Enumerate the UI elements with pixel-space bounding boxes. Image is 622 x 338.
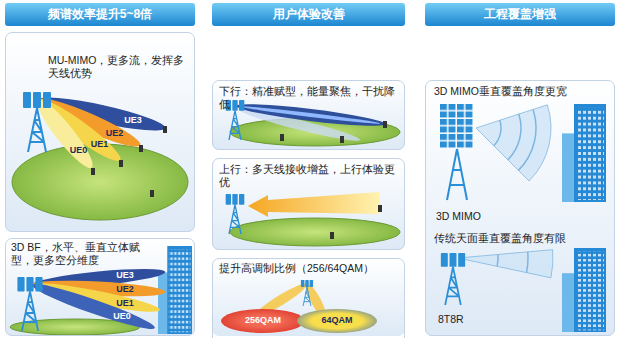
tower — [301, 280, 313, 306]
panel-ground — [212, 258, 405, 336]
building — [562, 248, 606, 332]
building — [562, 104, 606, 202]
ue-label: UE3 — [116, 271, 134, 281]
phone — [139, 145, 143, 152]
ue-label: UE3 — [124, 116, 142, 126]
phone — [383, 121, 387, 128]
header-banner: 工程覆盖增强 — [425, 3, 615, 26]
qam-label: 64QAM — [297, 315, 377, 326]
phone — [378, 205, 382, 212]
beam-core — [241, 105, 380, 126]
coverage-fan — [476, 105, 551, 181]
ue-label: UE2 — [106, 129, 124, 139]
info-panel: 下行：精准赋型，能量聚焦，干扰降低 — [212, 80, 405, 150]
coverage-fan — [458, 250, 553, 278]
beam — [30, 278, 157, 334]
qam-ellipse-64: 64QAM — [297, 309, 377, 333]
phone — [330, 232, 334, 239]
coverage-ground — [12, 144, 188, 220]
info-panel: 3D BF，水平、垂直立体赋型，更多空分维度 — [5, 238, 195, 336]
ue-label: UE0 — [113, 312, 131, 322]
panel-text: 3D MIMO — [436, 210, 516, 223]
phone — [119, 160, 123, 167]
tower-mast — [447, 149, 467, 200]
antenna-array — [440, 104, 474, 149]
tower — [17, 277, 42, 331]
info-panel: 上行：多天线接收增益，上行体验更优 — [212, 158, 405, 250]
phone — [340, 136, 344, 143]
panel-text: MU-MIMO，更多流，发挥多天线优势 — [48, 54, 190, 80]
panel-text: 上行：多天线接收增益，上行体验更优 — [219, 163, 401, 189]
header-text: 频谱效率提升5~8倍 — [5, 7, 195, 22]
panel-ground — [425, 80, 615, 336]
panel-ground — [5, 32, 195, 232]
panel-text: 3D MIMO垂直覆盖角度更宽 — [434, 85, 610, 98]
phone — [280, 134, 284, 141]
phone — [150, 190, 154, 197]
tower — [23, 92, 51, 152]
header-text: 用户体验改善 — [212, 7, 405, 22]
phone — [163, 126, 167, 133]
coverage-arcs — [494, 110, 536, 171]
panel-text: 下行：精准赋型，能量聚焦，干扰降低 — [219, 85, 401, 111]
qam-label: 256QAM — [221, 315, 305, 326]
qam-ellipse-256: 256QAM — [221, 309, 305, 333]
ue-label: UE1 — [116, 299, 134, 309]
ue-label: UE2 — [116, 285, 134, 295]
panel-ground — [5, 238, 195, 336]
ue-label: UE1 — [91, 140, 109, 150]
ue-label: UE0 — [70, 146, 88, 156]
info-panel: 256QAM64QAM 提升高调制比例（256/64QAM） — [212, 258, 405, 338]
panel-text: 提升高调制比例（256/64QAM） — [219, 262, 401, 275]
header-banner: 用户体验改善 — [212, 3, 405, 26]
panel-ground — [212, 158, 405, 250]
coverage-ground — [230, 218, 400, 246]
panel-text: 传统天面垂直覆盖角度有限 — [434, 232, 610, 245]
panel-ground — [212, 80, 405, 150]
info-panel: 3D MIMO垂直覆盖角度更宽 3D MIMO 传统天面垂直覆盖角度有限 8T8R — [425, 80, 615, 336]
header-text: 工程覆盖增强 — [425, 7, 615, 22]
phone — [91, 168, 95, 175]
uplink-arrow — [248, 192, 380, 217]
panel-text: 3D BF，水平、垂直立体赋型，更多空分维度 — [11, 241, 151, 267]
info-panel: MU-MIMO，更多流，发挥多天线优势 — [5, 32, 195, 232]
tower — [226, 194, 245, 234]
tower — [441, 253, 465, 305]
header-banner: 频谱效率提升5~8倍 — [5, 3, 195, 26]
panel-text: 8T8R — [438, 313, 498, 326]
coverage-arcs — [497, 252, 528, 273]
building — [158, 246, 192, 334]
beam — [235, 100, 385, 130]
